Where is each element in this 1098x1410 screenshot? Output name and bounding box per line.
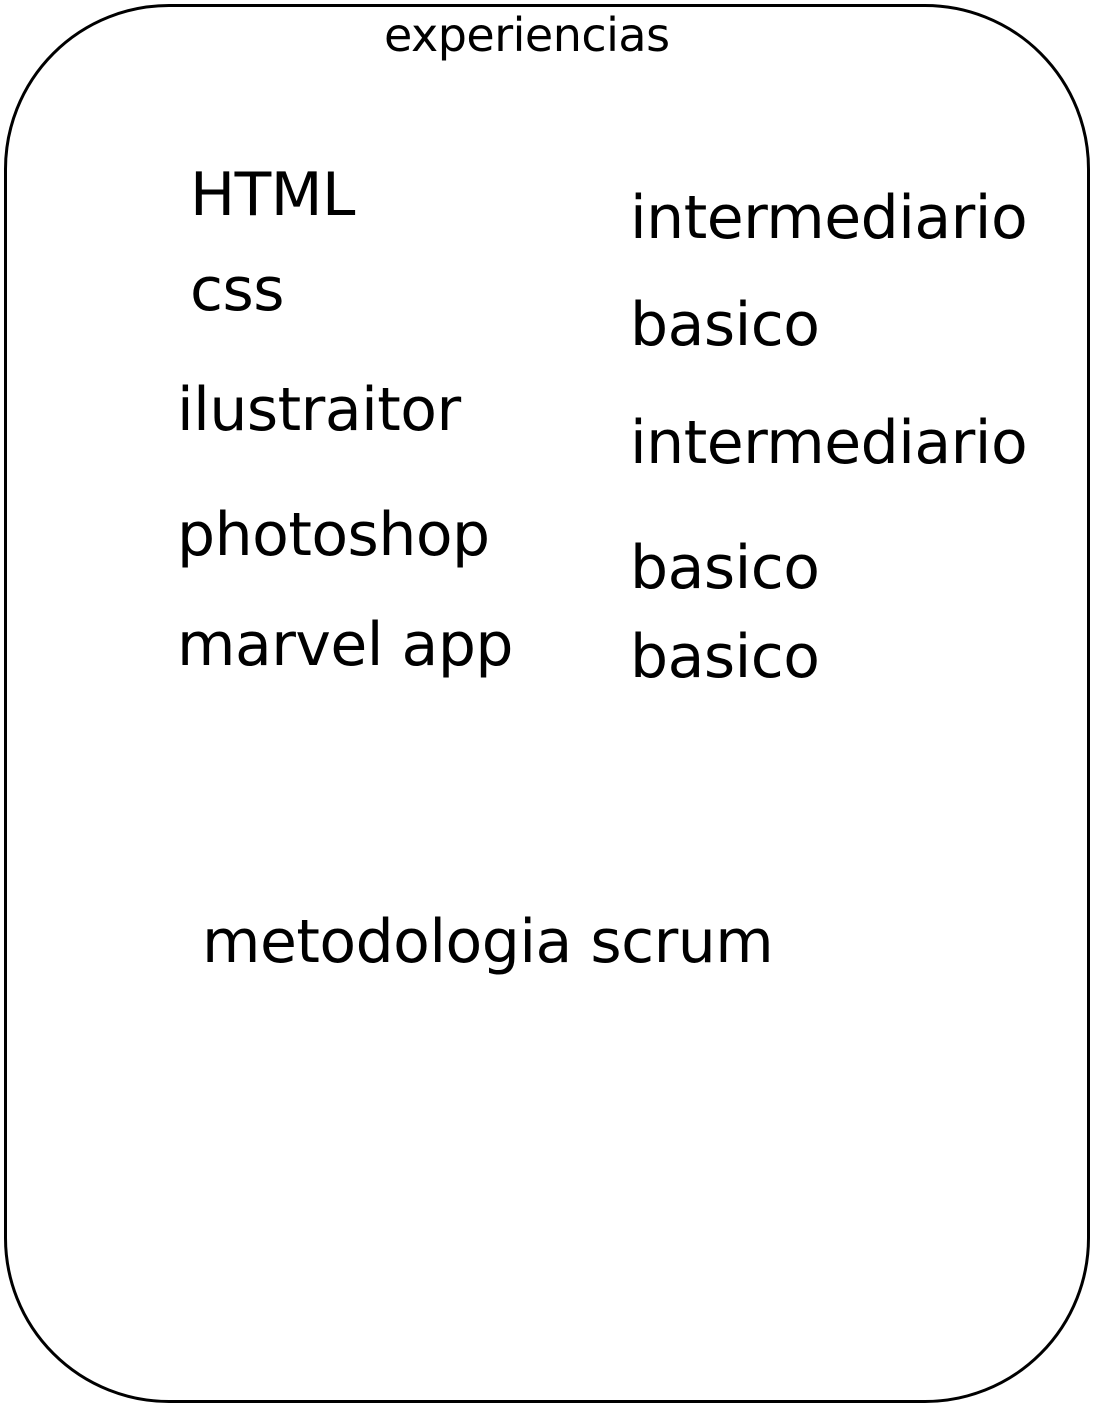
skill-name-illustrator: ilustraitor: [177, 375, 461, 445]
methodology-label: metodologia scrum: [202, 907, 774, 977]
experience-card-frame: [4, 4, 1090, 1403]
skill-name-html: HTML: [190, 160, 355, 230]
skill-name-css: css: [190, 255, 285, 325]
skill-level-html: intermediario: [630, 183, 1028, 253]
skill-name-photoshop: photoshop: [177, 500, 490, 570]
skill-level-illustrator: intermediario: [630, 408, 1028, 478]
skill-level-photoshop: basico: [630, 533, 820, 603]
skill-level-marvel-app: basico: [630, 622, 820, 692]
card-title: experiencias: [384, 8, 670, 62]
skill-name-marvel-app: marvel app: [177, 610, 514, 680]
skill-level-css: basico: [630, 290, 820, 360]
